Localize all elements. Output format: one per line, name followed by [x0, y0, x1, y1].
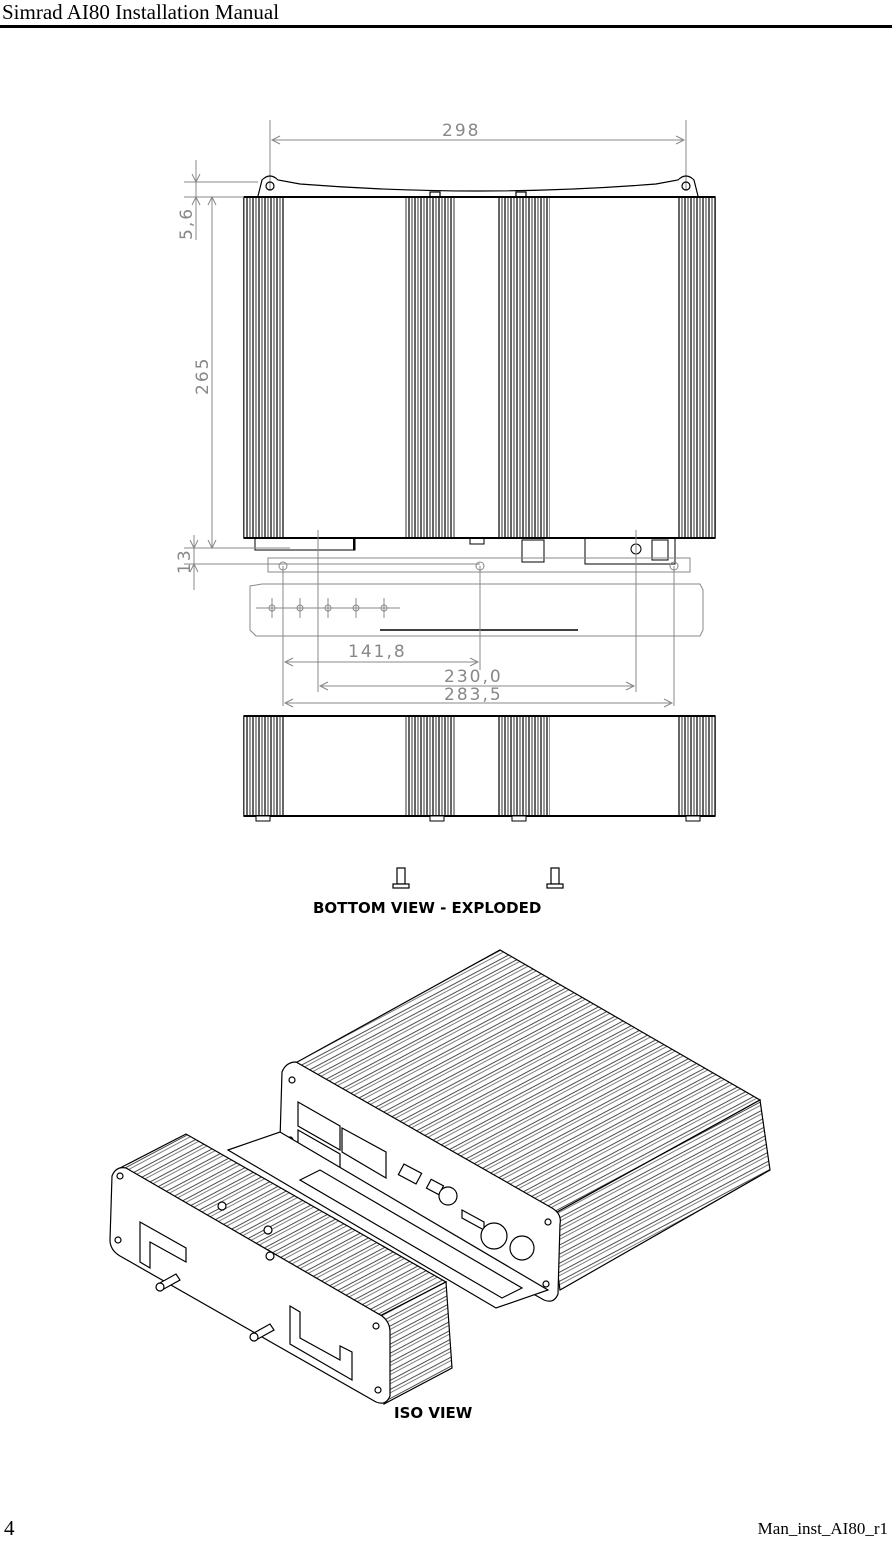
dimension-lines-lower: [283, 657, 674, 708]
enclosure-bottom-view: [243, 196, 716, 539]
dim-label-141-8: 141,8: [348, 642, 407, 662]
mounting-bracket: [249, 530, 704, 706]
top-flange: [257, 175, 699, 199]
dimension-13: [184, 535, 480, 590]
bottom-view-drawing: 5,6 265 13: [175, 120, 716, 889]
dim-label-283-5: 283,5: [444, 685, 503, 705]
dimension-298: [269, 120, 687, 190]
iso-screws: [155, 1273, 275, 1342]
dim-label-5-6: 5,6: [177, 207, 197, 240]
document-reference: Man_inst_AI80_r1: [757, 1519, 888, 1538]
page-number: 4: [4, 1516, 15, 1540]
dim-label-298: 298: [442, 121, 480, 141]
manual-title: Simrad AI80 Installation Manual: [2, 0, 280, 24]
dimension-265: [184, 195, 290, 550]
caption-iso-view: ISO VIEW: [394, 1404, 473, 1422]
screw-pair: [392, 867, 564, 889]
page-header: Simrad AI80 Installation Manual: [0, 0, 892, 28]
dim-label-13: 13: [175, 548, 195, 574]
caption-bottom-view-exploded: BOTTOM VIEW - EXPLODED: [313, 899, 542, 917]
dim-label-265: 265: [193, 357, 213, 395]
faceplate-connectors: [286, 1076, 552, 1288]
dim-label-230-0: 230,0: [444, 667, 503, 687]
iso-view-drawing: [109, 949, 771, 1405]
header-rule: [0, 25, 892, 28]
dimension-5-6: [184, 160, 258, 240]
enclosure-cover: [243, 715, 716, 822]
